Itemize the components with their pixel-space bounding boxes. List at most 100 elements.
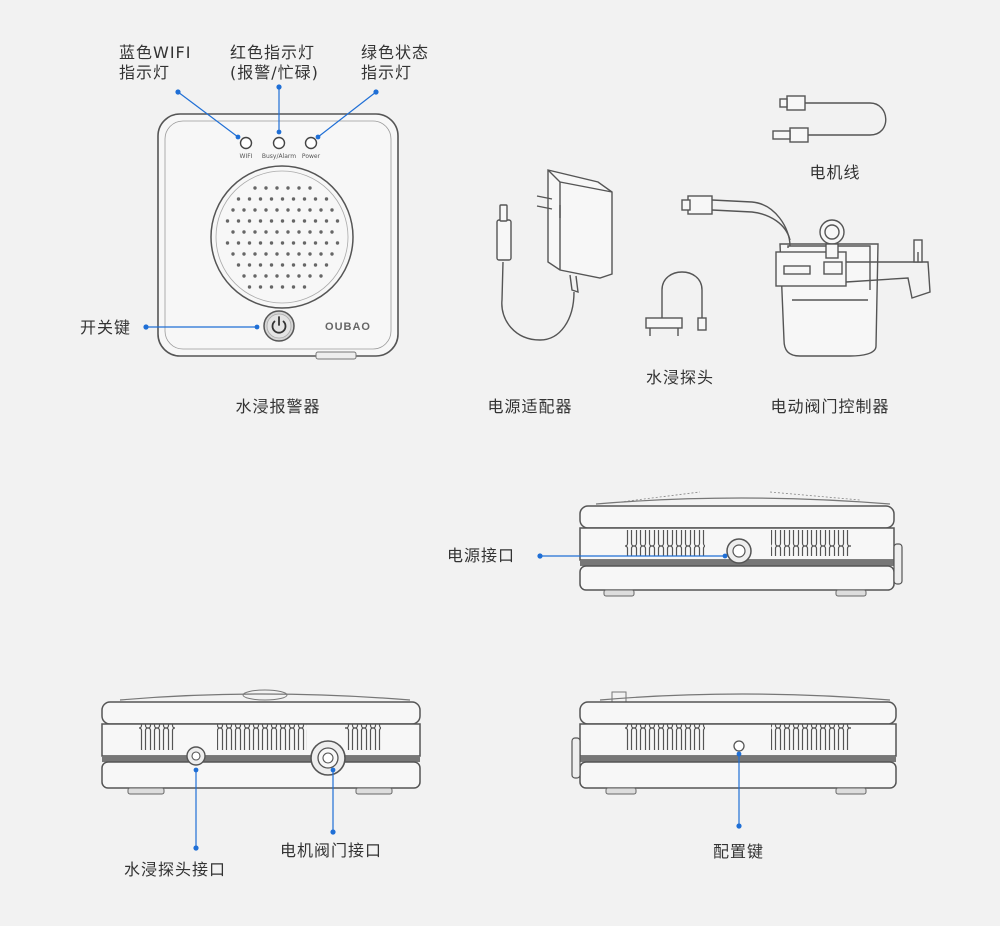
speaker-hole — [319, 252, 323, 256]
speaker-hole — [286, 186, 290, 190]
motor-cable — [772, 95, 887, 143]
speaker-hole — [258, 263, 263, 267]
speaker-hole — [236, 263, 241, 267]
speaker-hole — [291, 197, 296, 201]
speaker-hole — [286, 230, 290, 234]
water-alarm-device: WIFI Busy/Alarm Power OUBAO — [157, 113, 399, 360]
speaker-hole — [297, 186, 301, 190]
speaker-hole — [308, 230, 312, 234]
speaker-hole — [225, 241, 230, 245]
speaker-hole — [269, 197, 274, 201]
power-adapter — [496, 169, 613, 341]
speaker-hole — [247, 285, 252, 289]
water-probe — [645, 271, 707, 336]
speaker-hole — [242, 230, 246, 234]
speaker-hole — [319, 274, 323, 278]
speaker-hole — [280, 241, 285, 245]
caption-motor-cable: 电机线 — [809, 163, 861, 182]
speaker-hole — [313, 197, 318, 201]
speaker-hole — [297, 208, 301, 212]
speaker-hole — [335, 241, 340, 245]
callout-config-key — [736, 751, 742, 829]
speaker-hole — [253, 230, 257, 234]
speaker-hole — [302, 285, 307, 289]
speaker-hole — [269, 263, 274, 267]
speaker-hole — [264, 252, 268, 256]
speaker-hole — [236, 219, 241, 223]
speaker-hole — [258, 197, 263, 201]
speaker-hole — [275, 274, 279, 278]
caption-water-alarm: 水浸报警器 — [235, 397, 321, 416]
caption-valve-controller: 电动阀门控制器 — [770, 397, 890, 416]
speaker-hole — [247, 219, 252, 223]
speaker-hole — [286, 252, 290, 256]
speaker-hole — [302, 263, 307, 267]
speaker-hole — [313, 241, 318, 245]
led-busy-text: Busy/Alarm — [262, 153, 296, 160]
speaker-hole — [324, 263, 329, 267]
speaker-hole — [269, 285, 274, 289]
speaker-hole — [258, 219, 263, 223]
side-view-config — [571, 691, 897, 795]
speaker-hole — [247, 263, 252, 267]
speaker-hole — [258, 241, 263, 245]
speaker-hole — [225, 219, 230, 223]
speaker-hole — [269, 219, 274, 223]
speaker-hole — [330, 208, 334, 212]
speaker-hole — [253, 186, 257, 190]
speaker-grill — [210, 165, 354, 309]
config-key-hole — [733, 740, 745, 752]
label-green-led: 绿色状态 指示灯 — [361, 43, 430, 82]
label-probe-port: 水浸探头接口 — [124, 860, 227, 879]
speaker-hole — [291, 219, 296, 223]
speaker-hole — [319, 208, 323, 212]
speaker-hole — [231, 230, 235, 234]
speaker-hole — [242, 208, 246, 212]
label-power-port: 电源接口 — [447, 546, 516, 565]
speaker-hole — [291, 241, 296, 245]
callout-power-port — [537, 553, 728, 559]
speaker-hole — [308, 186, 312, 190]
caption-water-probe: 水浸探头 — [645, 368, 714, 387]
speaker-hole — [286, 274, 290, 278]
valve-controller — [681, 195, 931, 357]
brand-logo-text: OUBAO — [325, 321, 371, 333]
power-led — [304, 136, 318, 150]
wifi-led — [239, 136, 253, 150]
label-config-key: 配置键 — [713, 842, 765, 861]
speaker-hole — [280, 263, 285, 267]
label-blue-wifi-led: 蓝色WIFI 指示灯 — [119, 43, 192, 82]
speaker-hole — [297, 252, 301, 256]
power-button — [263, 310, 295, 342]
callout-lines — [143, 84, 379, 330]
speaker-hole — [324, 241, 329, 245]
led-wifi-text: WIFI — [240, 153, 253, 160]
speaker-hole — [253, 252, 257, 256]
speaker-hole — [275, 230, 279, 234]
speaker-holes — [225, 186, 340, 289]
speaker-hole — [247, 241, 252, 245]
speaker-hole — [280, 219, 285, 223]
speaker-hole — [302, 219, 307, 223]
speaker-hole — [302, 197, 307, 201]
busy-alarm-led — [272, 136, 286, 150]
speaker-hole — [231, 252, 235, 256]
speaker-hole — [324, 197, 329, 201]
speaker-hole — [319, 230, 323, 234]
speaker-hole — [291, 285, 296, 289]
speaker-hole — [335, 219, 340, 223]
speaker-hole — [324, 219, 329, 223]
speaker-hole — [242, 274, 246, 278]
speaker-hole — [269, 241, 274, 245]
speaker-hole — [275, 252, 279, 256]
speaker-hole — [286, 208, 290, 212]
speaker-hole — [313, 219, 318, 223]
label-valve-port: 电机阀门接口 — [280, 841, 383, 860]
speaker-hole — [297, 274, 301, 278]
speaker-hole — [236, 197, 241, 201]
speaker-hole — [308, 208, 312, 212]
label-power-key: 开关键 — [80, 318, 132, 337]
speaker-hole — [231, 208, 235, 212]
speaker-hole — [253, 208, 257, 212]
